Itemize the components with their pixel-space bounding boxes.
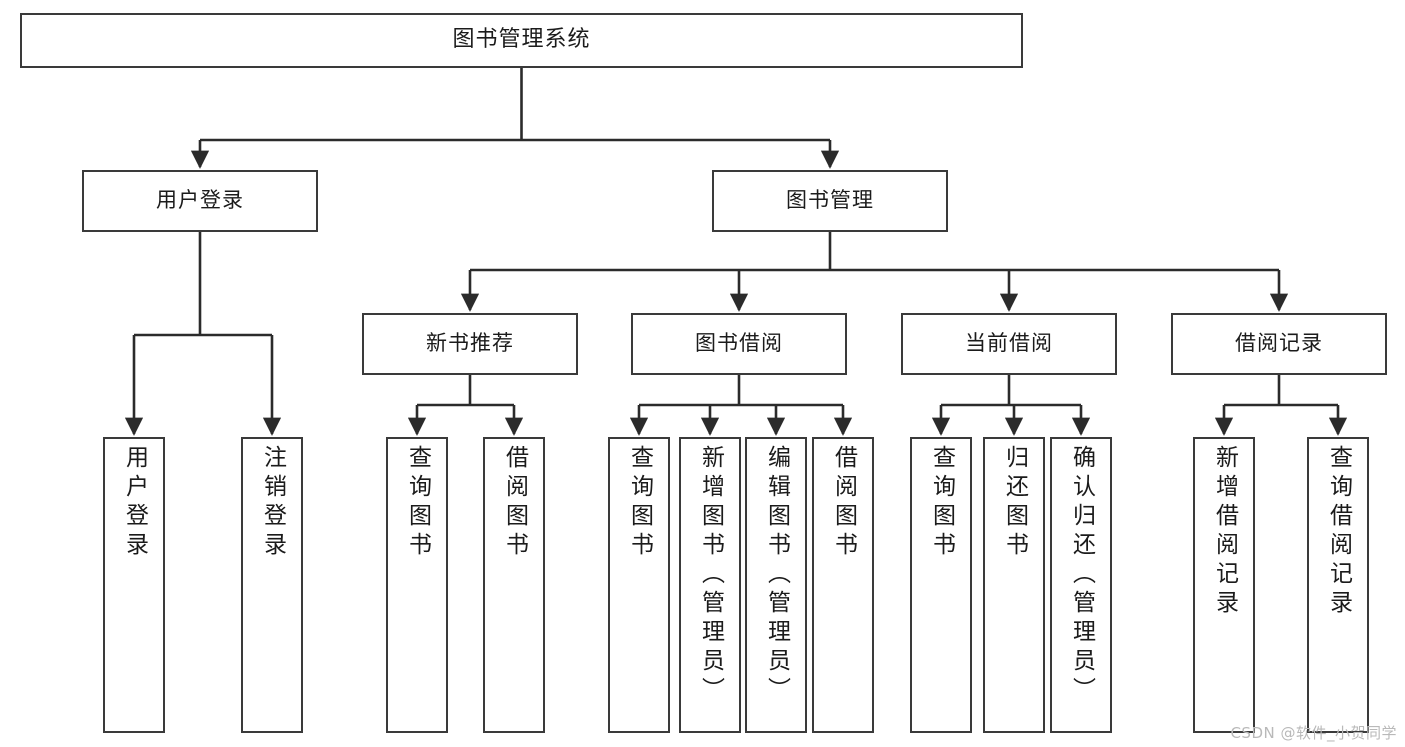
node-l-nb-borrow[interactable]: 借阅图书 (483, 437, 545, 733)
node-label: 图书借阅 (695, 331, 783, 356)
node-l-cb-return[interactable]: 归还图书 (983, 437, 1045, 733)
node-label: 注销登录 (259, 445, 286, 561)
node-label: 编辑图书（管理员） (763, 445, 790, 706)
node-l-rc-add[interactable]: 新增借阅记录 (1193, 437, 1255, 733)
node-login[interactable]: 用户登录 (82, 170, 318, 232)
node-l-logout[interactable]: 注销登录 (241, 437, 303, 733)
node-l-bw-lend[interactable]: 借阅图书 (812, 437, 874, 733)
node-l-cb-conf[interactable]: 确认归还（管理员） (1050, 437, 1112, 733)
node-label: 图书管理 (786, 188, 874, 213)
node-label: 新增借阅记录 (1211, 445, 1238, 619)
node-l-rc-query[interactable]: 查询借阅记录 (1307, 437, 1369, 733)
node-label: 用户登录 (156, 188, 244, 213)
node-label: 用户登录 (121, 445, 148, 561)
node-label: 查询图书 (928, 445, 955, 561)
node-l-bw-add[interactable]: 新增图书（管理员） (679, 437, 741, 733)
node-label: 当前借阅 (965, 331, 1053, 356)
node-label: 归还图书 (1001, 445, 1028, 561)
node-label: 新书推荐 (426, 331, 514, 356)
node-label: 查询图书 (626, 445, 653, 561)
node-current[interactable]: 当前借阅 (901, 313, 1117, 375)
node-l-bw-query[interactable]: 查询图书 (608, 437, 670, 733)
node-newbook[interactable]: 新书推荐 (362, 313, 578, 375)
node-records[interactable]: 借阅记录 (1171, 313, 1387, 375)
watermark: CSDN @软件_小贺同学 (1230, 724, 1397, 742)
node-root[interactable]: 图书管理系统 (20, 13, 1023, 68)
node-label: 图书管理系统 (452, 27, 591, 53)
node-bookmgmt[interactable]: 图书管理 (712, 170, 948, 232)
node-l-bw-edit[interactable]: 编辑图书（管理员） (745, 437, 807, 733)
node-label: 确认归还（管理员） (1068, 445, 1095, 706)
node-l-login[interactable]: 用户登录 (103, 437, 165, 733)
node-l-nb-query[interactable]: 查询图书 (386, 437, 448, 733)
node-label: 查询图书 (404, 445, 431, 561)
node-label: 借阅图书 (501, 445, 528, 561)
node-label: 查询借阅记录 (1325, 445, 1352, 619)
node-borrow[interactable]: 图书借阅 (631, 313, 847, 375)
node-l-cb-query[interactable]: 查询图书 (910, 437, 972, 733)
node-label: 借阅记录 (1235, 331, 1323, 356)
node-label: 借阅图书 (830, 445, 857, 561)
node-label: 新增图书（管理员） (697, 445, 724, 706)
